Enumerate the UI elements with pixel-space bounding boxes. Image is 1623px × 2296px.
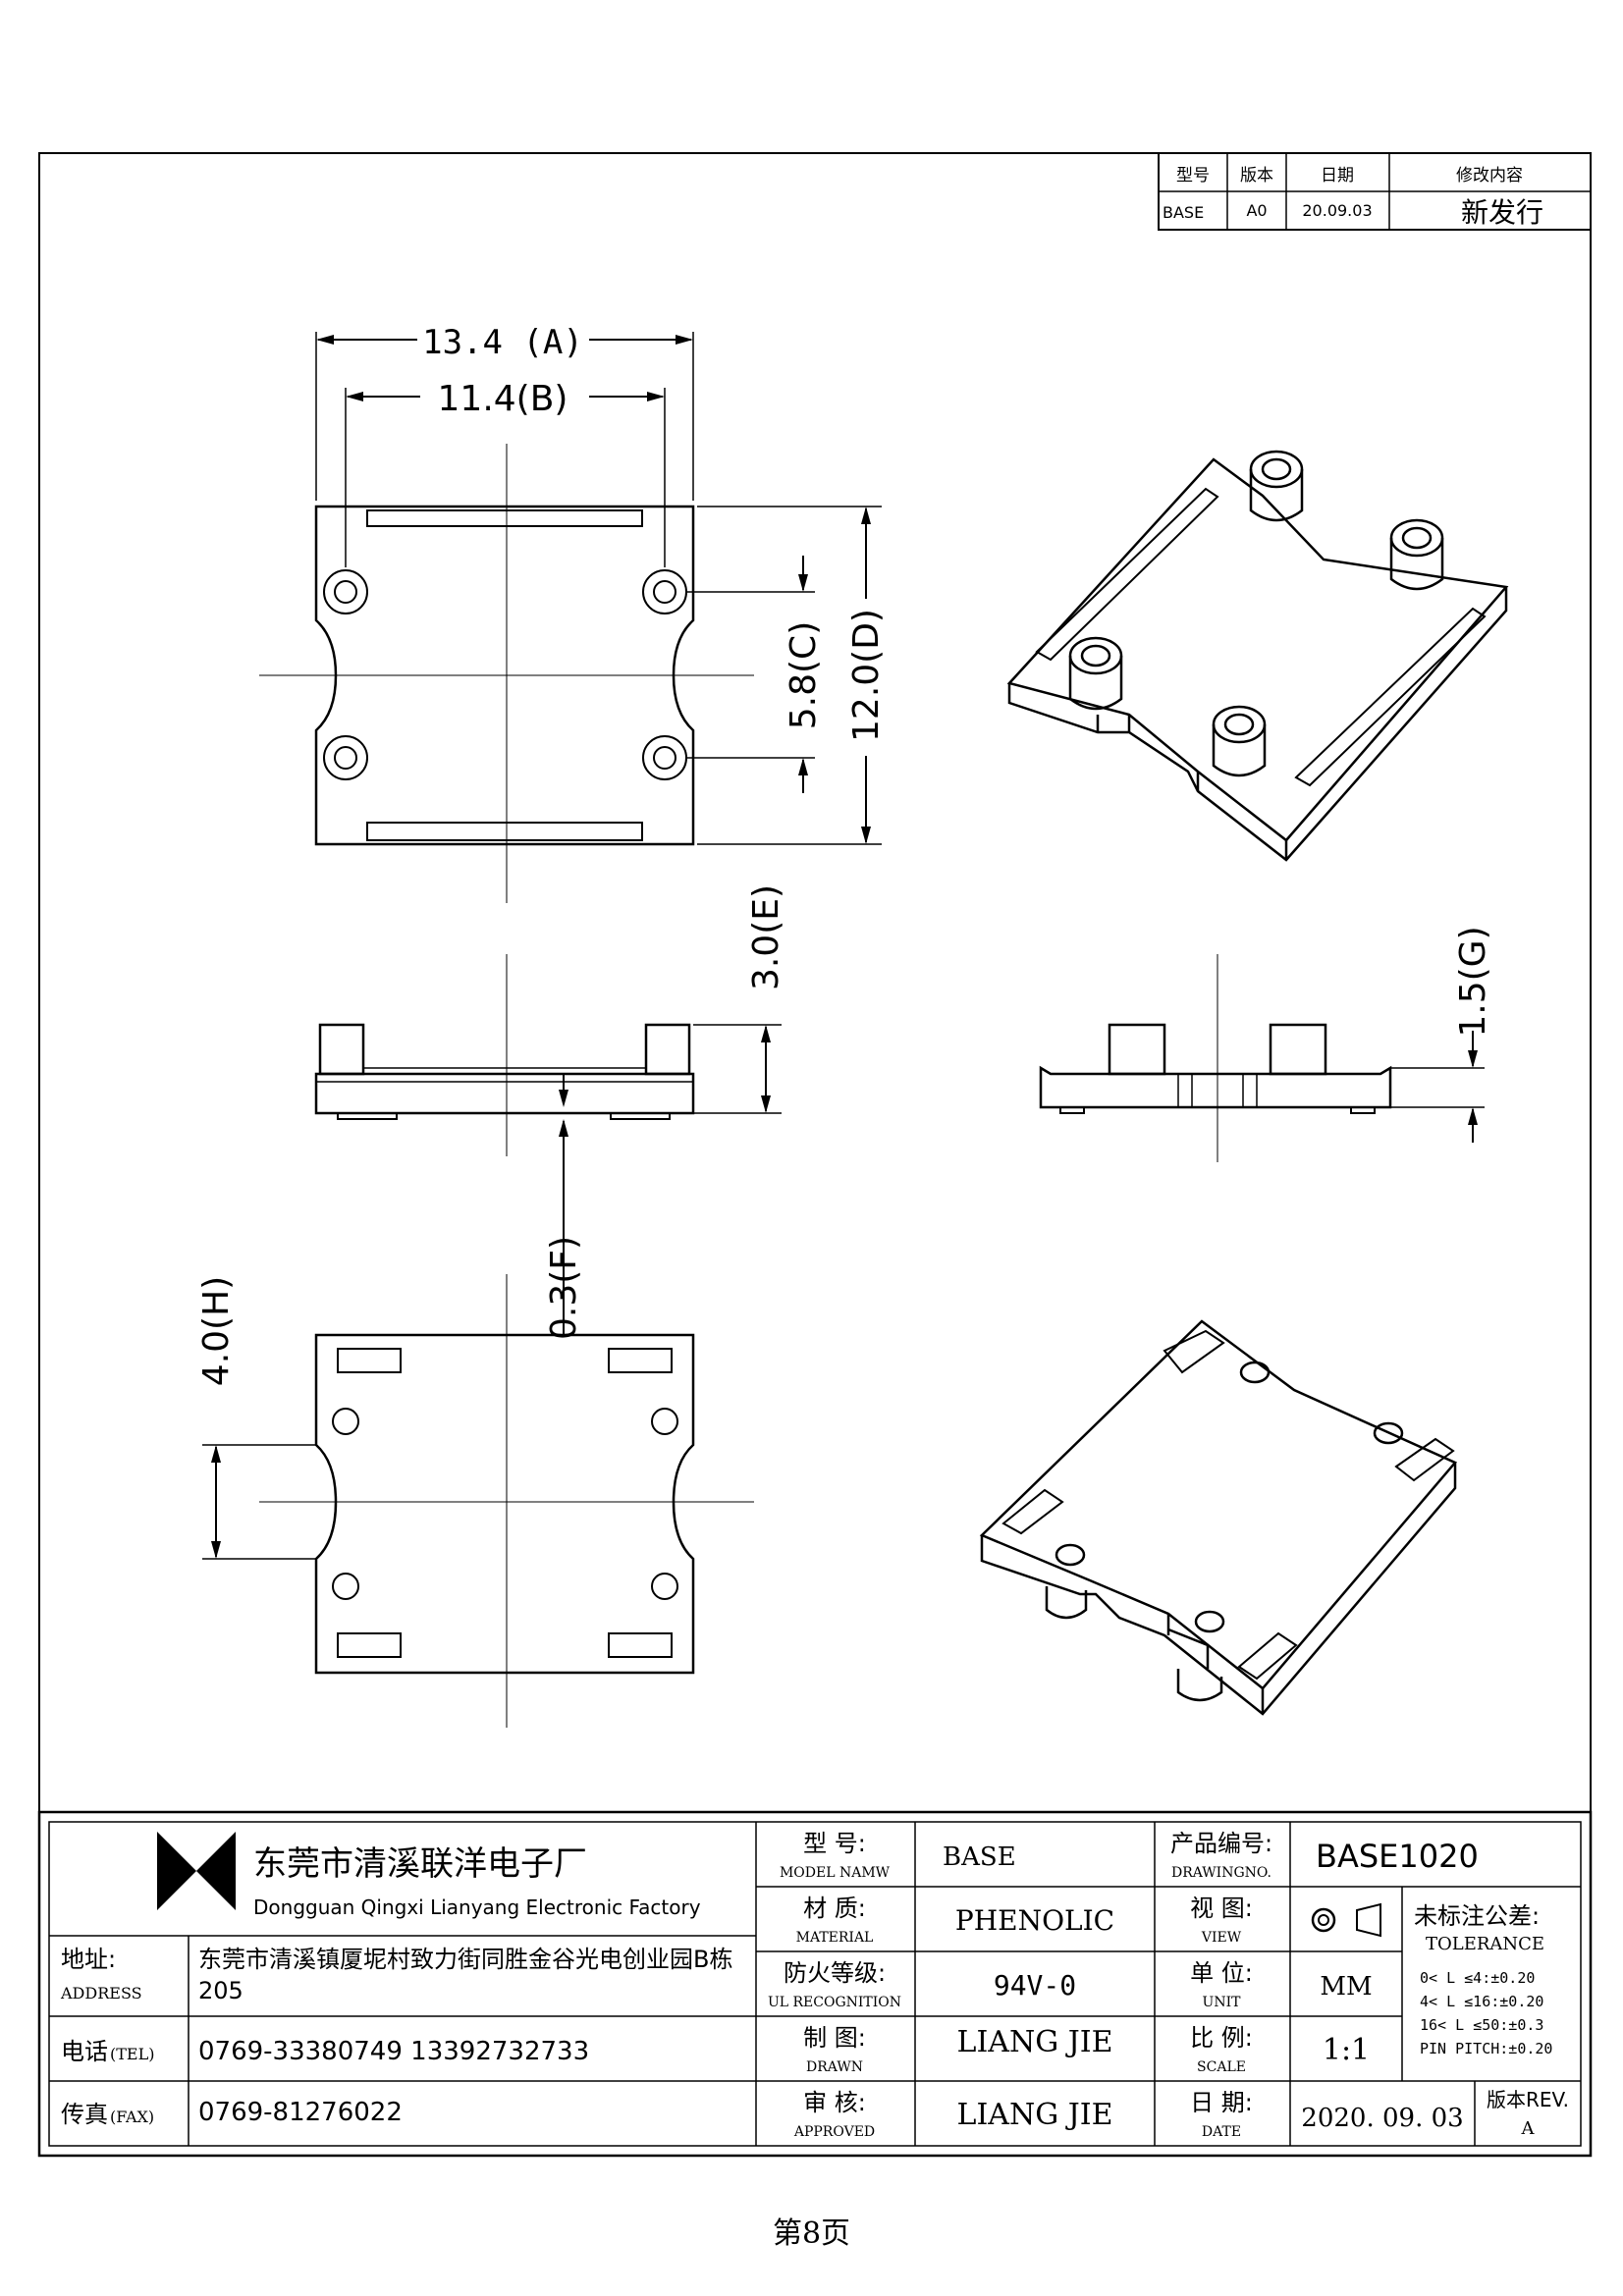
tolerance-label-cn: 未标注公差: xyxy=(1414,1902,1540,1930)
ul-value: 94V-0 xyxy=(994,1969,1076,2002)
tolerance-line-2: 4< L ≤16:±0.20 xyxy=(1420,1993,1543,2010)
date-value: 2020. 09. 03 xyxy=(1301,2104,1463,2133)
projection-symbol xyxy=(1311,1902,1381,1938)
dim-a-label: 13.4 (A) xyxy=(422,323,583,362)
bottom-view xyxy=(259,1274,754,1728)
scale-label-cn: 比 例: xyxy=(1190,2024,1253,2052)
rev-content: 新发行 xyxy=(1461,196,1543,229)
address-line-2: 205 xyxy=(198,1977,243,2004)
view-label-cn: 视 图: xyxy=(1190,1895,1253,1922)
company-name-en: Dongguan Qingxi Lianyang Electronic Fact… xyxy=(253,1896,701,1919)
rev-version: A0 xyxy=(1246,201,1267,220)
rev-header-date: 日期 xyxy=(1321,166,1354,186)
fax-value: 0769-81276022 xyxy=(198,2098,403,2127)
dimension-c: 5.8(C) xyxy=(686,556,824,793)
unit-value: MM xyxy=(1320,1972,1372,2002)
dimension-a: 13.4 (A) xyxy=(315,323,694,501)
tolerance-label-en: TOLERANCE xyxy=(1426,1934,1544,1954)
scale-value: 1:1 xyxy=(1323,2033,1370,2067)
date-label-en: DATE xyxy=(1202,2124,1241,2140)
material-value: PHENOLIC xyxy=(955,1904,1114,1937)
dim-g-label: 1.5(G) xyxy=(1453,926,1493,1037)
address-label-en: ADDRESS xyxy=(60,1984,142,2002)
rev-header-version: 版本 xyxy=(1240,166,1273,186)
unit-label-en: UNIT xyxy=(1203,1995,1242,2010)
dim-b-label: 11.4(B) xyxy=(438,379,568,419)
dimension-b: 11.4(B) xyxy=(345,379,666,567)
rev-model: BASE xyxy=(1163,203,1204,222)
dim-f-label: 0.3(F) xyxy=(544,1236,584,1340)
approved-label-cn: 审 核: xyxy=(803,2089,866,2116)
rev-header-content: 修改内容 xyxy=(1456,166,1523,186)
rev-value: A xyxy=(1521,2118,1536,2139)
unit-label-cn: 单 位: xyxy=(1190,1959,1253,1987)
dimension-h: 4.0(H) xyxy=(196,1276,316,1560)
dimension-d: 12.0(D) xyxy=(697,506,887,845)
drawing-no-value: BASE1020 xyxy=(1316,1838,1479,1875)
drawing-no-label-cn: 产品编号: xyxy=(1170,1830,1272,1857)
revision-table: 型号 版本 日期 修改内容 BASE A0 20.09.03 新发行 xyxy=(1158,152,1592,231)
ul-label-cn: 防火等级: xyxy=(784,1959,886,1987)
model-label-en: MODEL NAMW xyxy=(780,1865,891,1881)
drawn-value: LIANG JIE xyxy=(957,2025,1113,2059)
material-label-cn: 材 质: xyxy=(803,1895,866,1922)
rev-label: 版本REV. xyxy=(1487,2088,1569,2111)
tel-label-en: (TEL) xyxy=(110,2045,154,2063)
page-footer: 第8页 xyxy=(772,2216,851,2251)
dim-h-label: 4.0(H) xyxy=(196,1276,237,1386)
tolerance-line-4: PIN PITCH:±0.20 xyxy=(1420,2040,1552,2057)
title-block: 东莞市清溪联洋电子厂 Dongguan Qingxi Lianyang Elec… xyxy=(37,1810,1593,2158)
drawn-label-en: DRAWN xyxy=(806,2059,863,2075)
approved-value: LIANG JIE xyxy=(957,2098,1113,2132)
tolerance-line-3: 16< L ≤50:±0.3 xyxy=(1420,2016,1543,2034)
address-label-cn: 地址: xyxy=(61,1946,116,1973)
dim-e-label: 3.0(E) xyxy=(746,884,786,990)
dimension-e: 3.0(E) xyxy=(693,884,786,1114)
scale-label-en: SCALE xyxy=(1197,2059,1246,2075)
iso-view-top xyxy=(1006,450,1509,862)
fax-label-en: (FAX) xyxy=(110,2108,154,2126)
rev-date: 20.09.03 xyxy=(1302,201,1372,220)
tel-value: 0769-33380749 13392732733 xyxy=(198,2037,589,2066)
address-line-1: 东莞市清溪镇厦坭村致力街同胜金谷光电创业园B栋 xyxy=(198,1946,732,1973)
material-label-en: MATERIAL xyxy=(796,1930,874,1946)
rev-header-model: 型号 xyxy=(1176,166,1210,186)
dimension-g: 1.5(G) xyxy=(1390,926,1493,1143)
date-label-cn: 日 期: xyxy=(1190,2089,1253,2116)
dim-c-label: 5.8(C) xyxy=(784,621,824,729)
model-value: BASE xyxy=(943,1842,1016,1872)
tolerance-line-1: 0< L ≤4:±0.20 xyxy=(1420,1969,1535,1987)
model-label-cn: 型 号: xyxy=(803,1830,866,1857)
front-view xyxy=(314,954,695,1156)
dimension-f: 0.3(F) xyxy=(544,1074,584,1340)
fax-label-cn: 传真 xyxy=(61,2101,108,2128)
iso-view-bottom xyxy=(979,1319,1458,1716)
drawn-label-cn: 制 图: xyxy=(803,2024,866,2052)
tel-label-cn: 电话 xyxy=(61,2038,108,2065)
approved-label-en: APPROVED xyxy=(793,2124,875,2140)
side-view xyxy=(1039,954,1392,1162)
dim-d-label: 12.0(D) xyxy=(846,609,887,742)
company-name-cn: 东莞市清溪联洋电子厂 xyxy=(253,1844,587,1884)
company-logo xyxy=(157,1832,236,1910)
ul-label-en: UL RECOGNITION xyxy=(768,1995,901,2010)
top-view xyxy=(259,444,754,903)
view-label-en: VIEW xyxy=(1201,1930,1242,1946)
drawing-no-label-en: DRAWINGNO. xyxy=(1171,1865,1271,1881)
